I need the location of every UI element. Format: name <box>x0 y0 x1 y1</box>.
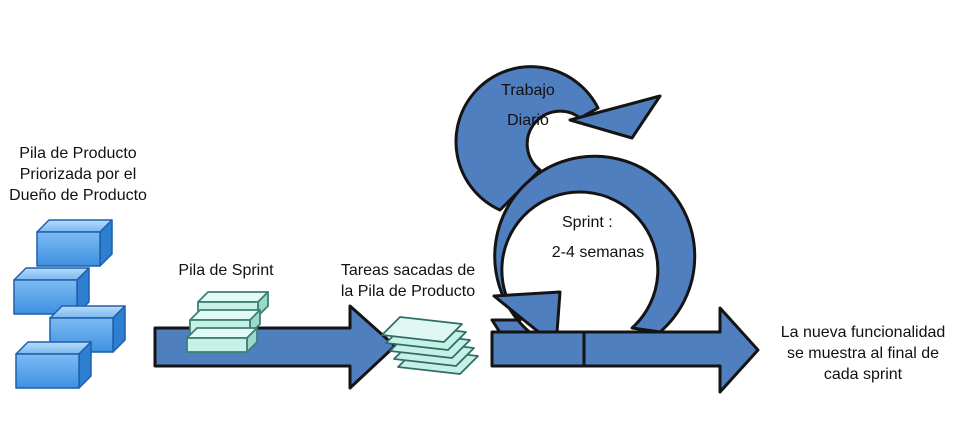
increment-label: La nueva funcionalidad se muestra al fin… <box>780 324 946 383</box>
sprint-backlog-stack <box>186 291 269 353</box>
task-sheets-stack <box>381 316 479 375</box>
daily-cycle-arrowhead <box>568 94 662 140</box>
daily-cycle-arrow <box>454 65 662 212</box>
input-flow-arrow <box>153 304 397 390</box>
sprint-backlog-label: Pila de Sprint <box>178 262 274 279</box>
daily-work-label: Trabajo Diario <box>501 82 555 129</box>
product-backlog-label: Pila de Producto Priorizada por el Dueño… <box>9 145 147 204</box>
sprint-backlog-block <box>186 327 258 353</box>
sprint-cycle-ring <box>490 154 697 350</box>
backlog-block <box>15 341 92 389</box>
backlog-block <box>13 267 90 315</box>
product-backlog-stack <box>13 219 126 389</box>
output-flow-arrow <box>582 306 760 394</box>
sprint-duration-label: Sprint : 2-4 semanas <box>551 214 645 261</box>
sprint-cycle-arrow <box>490 154 697 368</box>
backlog-block <box>36 219 113 267</box>
task-sheet <box>381 316 463 343</box>
tasks-label: Tareas sacadas de la Pila de Producto <box>340 262 476 300</box>
sprint-tail-bar <box>490 330 588 368</box>
daily-cycle-ring <box>454 65 600 212</box>
